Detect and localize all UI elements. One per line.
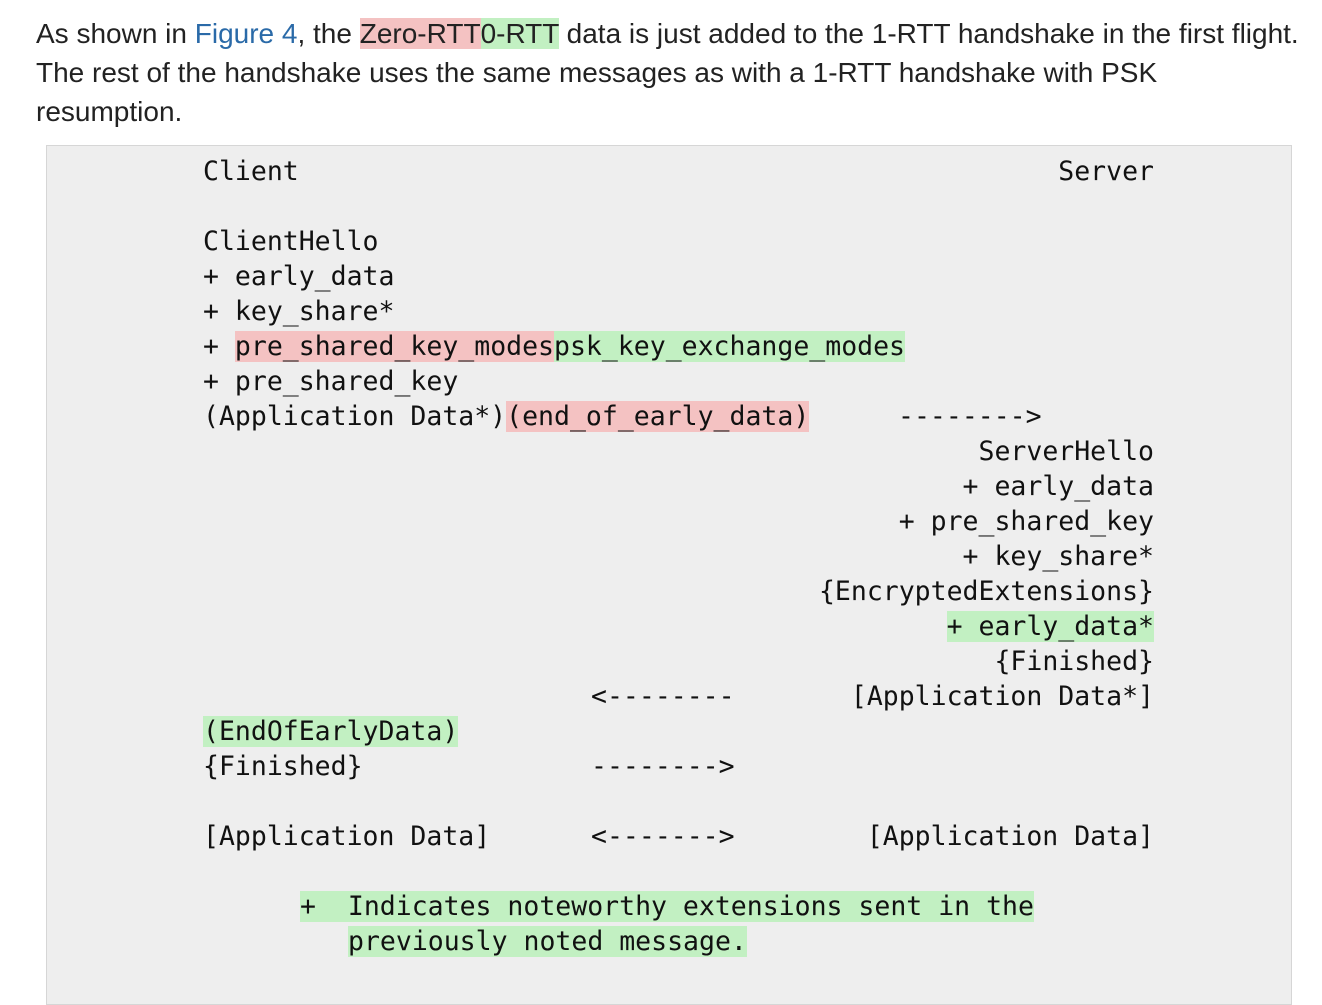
ch-psk-modes-prefix: + — [203, 331, 235, 362]
inserted-term: 0-RTT — [480, 18, 559, 49]
ch-psk-modes-inserted: psk_key_exchange_modes — [554, 331, 906, 362]
intro-text-rest: data is just added to the 1-RTT handshak… — [36, 18, 1299, 127]
arrow-both: <-------> — [591, 821, 735, 852]
handshake-diagram — [46, 145, 1292, 1005]
client-finished: {Finished} — [203, 751, 363, 782]
note-text-2: previously noted message. — [348, 926, 747, 957]
arrow-left-1: <-------- — [591, 681, 735, 712]
arrow-right-1: --------> — [898, 401, 1042, 432]
client-hello: ClientHello — [203, 226, 379, 257]
arrow-right-2: --------> — [591, 751, 735, 782]
intro-paragraph: As shown in Figure 4, the Zero-RTT0-RTT … — [36, 14, 1306, 131]
ee-early-data-line: + early_data* — [946, 611, 1154, 642]
server-hello: ServerHello — [978, 436, 1155, 467]
note-line-1-highlight: + Indicates noteworthy extensions sent i… — [300, 891, 1034, 922]
sh-key-share: + key_share* — [962, 541, 1154, 572]
server-app-data-star: [Application Data*] — [850, 681, 1154, 712]
ch-pre-shared-key: + pre_shared_key — [203, 366, 459, 397]
figure-4-link[interactable]: Figure 4 — [194, 18, 298, 49]
ch-early-data: + early_data — [203, 261, 395, 292]
client-app-data: [Application Data] — [203, 821, 491, 852]
note-plus: + — [300, 891, 316, 922]
ch-key-share: + key_share* — [203, 296, 395, 327]
ch-psk-modes-deleted: pre_shared_key_modes — [234, 331, 555, 362]
sh-pre-shared-key: + pre_shared_key — [898, 506, 1154, 537]
intro-text-start: As shown in — [36, 18, 195, 49]
ch-app-data-text: (Application Data*) — [203, 401, 507, 432]
ch-psk-modes: + pre_shared_key_modespsk_key_exchange_m… — [203, 331, 906, 362]
note-text-1: Indicates noteworthy extensions sent in … — [347, 891, 1034, 922]
server-app-data: [Application Data] — [866, 821, 1154, 852]
deleted-term: Zero-RTT — [359, 18, 481, 49]
note-line-2: previously noted message. — [348, 926, 747, 957]
server-header: Server — [1058, 156, 1154, 187]
end-of-early-data-line: (EndOfEarlyData) — [203, 716, 459, 747]
end-of-early-data-inserted: (EndOfEarlyData) — [203, 716, 459, 747]
server-finished: {Finished} — [994, 646, 1154, 677]
intro-text-mid: , the — [297, 18, 360, 49]
ch-end-of-early-data-deleted: (end_of_early_data) — [506, 401, 810, 432]
ee-early-data-inserted: + early_data* — [946, 611, 1154, 642]
ch-app-data: (Application Data*)(end_of_early_data) — [203, 401, 810, 432]
note-line-1: + Indicates noteworthy extensions sent i… — [300, 891, 1034, 922]
encrypted-extensions: {EncryptedExtensions} — [818, 576, 1154, 607]
client-header: Client — [203, 156, 299, 187]
sh-early-data-deleted: + early_data — [962, 471, 1154, 502]
